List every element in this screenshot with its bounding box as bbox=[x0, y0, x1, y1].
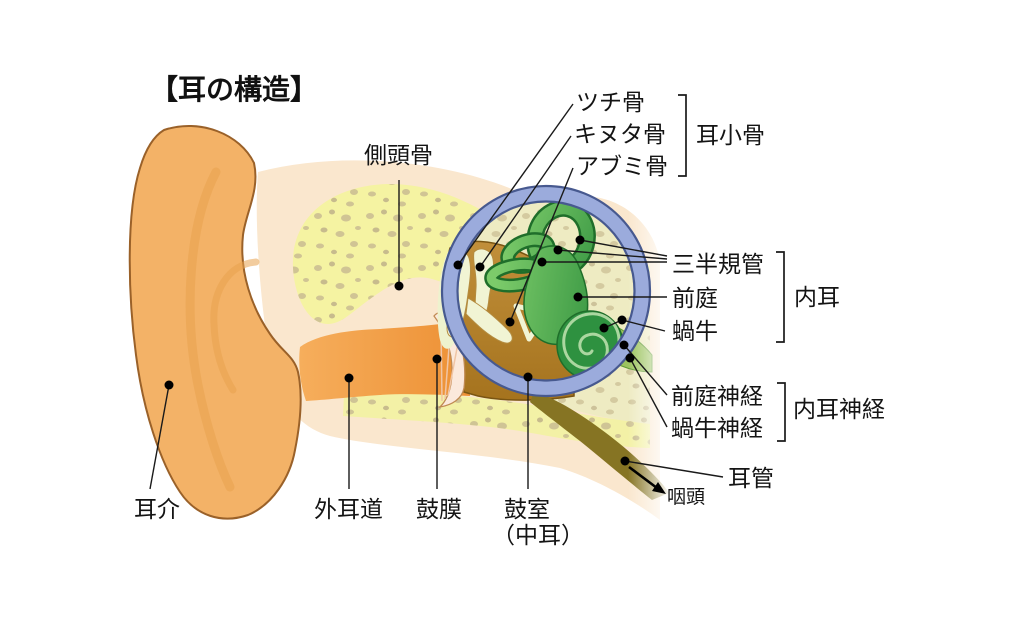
label-ossicles: 耳小骨 bbox=[696, 123, 765, 149]
label-inner-ear: 内耳 bbox=[794, 285, 840, 311]
label-semicircular-canals: 三半規管 bbox=[672, 252, 764, 278]
label-vestibular-nerve: 前庭神経 bbox=[671, 384, 763, 410]
dot-eardrum bbox=[432, 354, 442, 364]
label-incus: キヌタ骨 bbox=[574, 122, 666, 148]
label-stapes: アブミ骨 bbox=[576, 154, 668, 180]
dot-temporal-bone bbox=[394, 281, 404, 291]
label-cochlea: 蝸牛 bbox=[672, 319, 718, 345]
label-vestibule: 前庭 bbox=[672, 286, 718, 312]
label-middle-ear-note: （中耳） bbox=[492, 523, 584, 549]
diagram-title: 【耳の構造】 bbox=[150, 73, 318, 106]
label-eardrum: 鼓膜 bbox=[416, 497, 462, 523]
leader-malleus bbox=[457, 103, 574, 266]
leader-vestibular-nerve bbox=[623, 344, 668, 396]
marker-dots bbox=[164, 235, 635, 466]
leader-stapes bbox=[509, 167, 574, 323]
pharynx-arrow bbox=[628, 465, 666, 494]
label-pharynx: 咽頭 bbox=[667, 486, 705, 508]
dot-semicircular-2 bbox=[553, 245, 563, 255]
leader-cochlear-nerve bbox=[629, 357, 668, 428]
dot-incus bbox=[475, 262, 485, 272]
bracket-inner-ear-nerve bbox=[777, 382, 786, 442]
dot-semicircular-3 bbox=[537, 257, 547, 267]
highlight-ring bbox=[440, 184, 652, 398]
label-inner-ear-nerve: 内耳神経 bbox=[793, 397, 885, 423]
label-ear-canal: 外耳道 bbox=[314, 497, 383, 523]
dot-malleus bbox=[453, 260, 463, 270]
bracket-ossicles bbox=[678, 94, 687, 177]
dot-cochlea-1 bbox=[599, 323, 609, 333]
dot-auricle bbox=[164, 380, 174, 390]
dot-vestibular-nerve bbox=[619, 340, 629, 350]
ossicle-branch-shape bbox=[465, 297, 513, 344]
auricle-shape bbox=[128, 125, 302, 520]
label-auricle: 耳介 bbox=[134, 497, 180, 523]
dot-semicircular-1 bbox=[575, 235, 585, 245]
leader-semicircular-1 bbox=[579, 239, 668, 257]
label-tympanic-cavity: 鼓室 bbox=[504, 497, 550, 523]
dot-cochlear-nerve bbox=[625, 353, 635, 363]
bracket-inner-ear bbox=[776, 251, 785, 343]
helix-fold-line bbox=[185, 167, 235, 492]
dot-ear-canal bbox=[344, 373, 354, 383]
leader-auricle bbox=[149, 384, 170, 490]
dot-vestibule bbox=[573, 292, 583, 302]
dot-eustachian-tube bbox=[620, 456, 630, 466]
ear-canal-shape bbox=[299, 321, 470, 401]
dot-tympanic-cavity bbox=[523, 372, 533, 382]
label-malleus: ツチ骨 bbox=[576, 90, 645, 116]
leader-incus bbox=[479, 135, 572, 268]
label-cochlear-nerve: 蝸牛神経 bbox=[671, 416, 763, 442]
label-temporal-bone: 側頭骨 bbox=[364, 143, 433, 169]
antihelix-fold-line bbox=[210, 258, 260, 394]
dot-stapes bbox=[505, 317, 515, 327]
leader-lines bbox=[149, 103, 724, 490]
dot-cochlea-2 bbox=[617, 315, 627, 325]
label-eustachian-tube: 耳管 bbox=[728, 466, 774, 492]
leader-eustachian-tube bbox=[624, 460, 724, 478]
leader-semicircular-2 bbox=[557, 249, 668, 260]
